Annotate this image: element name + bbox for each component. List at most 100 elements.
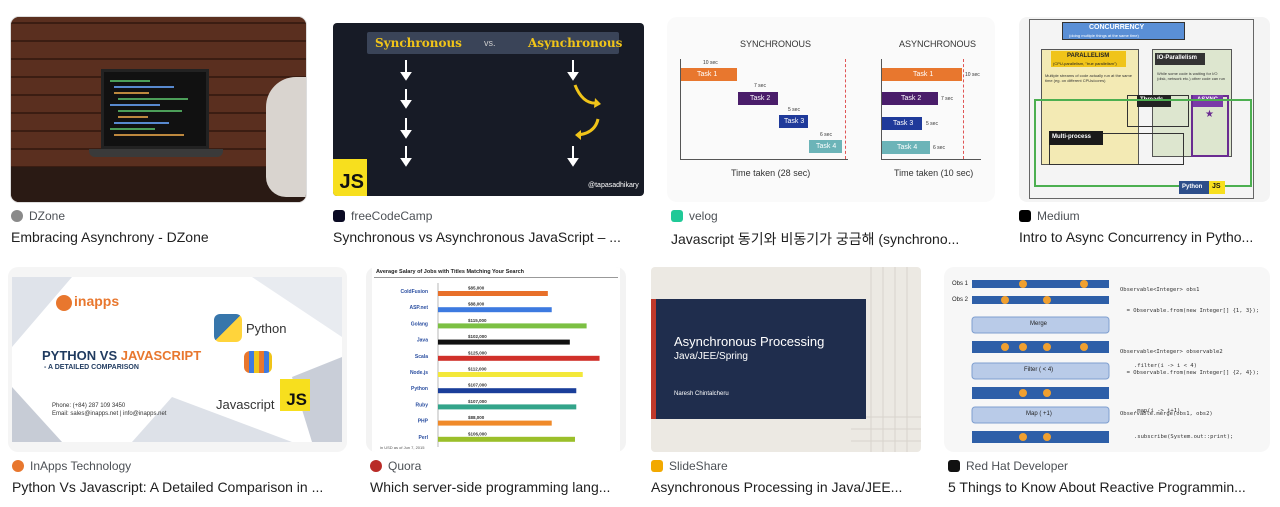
multiprocess-box (1049, 133, 1184, 165)
grid-background (851, 267, 921, 452)
result-thumbnail[interactable]: SYNCHRONOUS ASYNCHRONOUS Task 1 10 sec T… (667, 17, 995, 202)
value-label: $88,000 (468, 302, 485, 307)
desk-surface (11, 167, 306, 202)
sync-heading: SYNCHRONOUS (740, 39, 812, 49)
right-axis (881, 59, 882, 159)
parallelism-box (1041, 49, 1139, 165)
category-label: ASP.net (409, 305, 428, 311)
dzone-favicon-icon (11, 210, 23, 222)
result-thumbnail[interactable]: Synchronous vs. Asynchronous JS @tapasad… (333, 23, 644, 196)
left-task-2 (738, 92, 778, 105)
result-thumbnail[interactable] (11, 17, 306, 202)
result-source[interactable]: SlideShare (669, 459, 728, 473)
chart-title: Average Salary of Jobs with Titles Match… (376, 269, 525, 275)
result-thumbnail[interactable]: Obs 1 Obs 2 Merge Filter ( < 4) Map ( +1… (944, 267, 1270, 452)
value-label: $112,000 (468, 367, 487, 372)
result-source[interactable]: DZone (29, 209, 66, 223)
bar-row: Java$102,000 (417, 334, 570, 345)
category-label: PHP (418, 419, 429, 425)
inapps-logo-icon (56, 295, 72, 311)
category-label: Perl (419, 435, 429, 441)
medium-favicon-icon (1019, 210, 1031, 222)
right-caption: Time taken (10 sec) (894, 168, 974, 178)
left-task-1 (681, 68, 737, 81)
inapps-brand: inapps (74, 293, 120, 309)
bar-row: Scala $125,000 (415, 350, 600, 361)
result-title[interactable]: Javascript 동기와 비동기가 궁금해 (synchrono... (671, 231, 960, 247)
value-label: $125,000 (468, 350, 487, 355)
salary-bar (438, 372, 583, 377)
value-label: $115,000 (468, 318, 487, 323)
header-bar (367, 32, 619, 54)
star-icon: ★ (1205, 109, 1214, 120)
result-thumbnail[interactable]: Average Salary of Jobs with Titles Match… (366, 267, 626, 452)
left-task-3 (779, 115, 808, 128)
salary-bar (438, 436, 575, 442)
left-axis (680, 59, 681, 159)
integration-icon (244, 351, 272, 373)
slide-subheading: Java/JEE/Spring (674, 351, 748, 362)
right-task-1 (882, 68, 962, 81)
bar-row: Node.js $112,000 (410, 367, 583, 377)
result-source[interactable]: Red Hat Developer (966, 459, 1069, 473)
result-title[interactable]: Intro to Async Concurrency in Pytho... (1019, 229, 1254, 245)
result-title[interactable]: Embracing Asynchrony - DZone (11, 229, 209, 245)
async-heading: ASYNCHRONOUS (899, 39, 977, 49)
result-title[interactable]: 5 Things to Know About Reactive Programm… (948, 479, 1246, 495)
result-source[interactable]: velog (689, 209, 718, 223)
headline: PYTHON VS JAVASCRIPT (42, 348, 202, 363)
freecodecamp-favicon-icon (333, 210, 345, 222)
salary-bar (438, 339, 570, 345)
js-logo-icon: JS (280, 379, 310, 411)
right-task-4 (882, 141, 930, 154)
category-label: Scala (415, 354, 428, 360)
result-source[interactable]: Medium (1037, 209, 1080, 223)
slide-heading: Asynchronous Processing (674, 334, 825, 349)
subline: - A DETAILED COMPARISON (44, 364, 139, 371)
right-task-3 (882, 117, 922, 130)
bar-row: Python$107,000 (411, 383, 577, 394)
async-label: Asynchronous (528, 36, 623, 50)
category-label: Golang (411, 321, 428, 327)
redhat-favicon-icon (948, 460, 960, 472)
laptop-base (89, 149, 223, 157)
result-source[interactable]: freeCodeCamp (351, 209, 433, 223)
category-label: Ruby (416, 402, 429, 408)
salary-bar (438, 307, 552, 313)
result-title[interactable]: Python Vs Javascript: A Detailed Compari… (12, 479, 324, 495)
category-label: Node.js (410, 370, 428, 376)
velog-favicon-icon (671, 210, 683, 222)
salary-bar (438, 420, 552, 426)
value-label: $102,000 (468, 334, 487, 339)
python-logo-icon (214, 314, 242, 342)
result-source[interactable]: Quora (388, 459, 422, 473)
slide-author: Naresh Chintalcheru (674, 391, 729, 397)
bar-row: Perl$106,000 (419, 431, 575, 442)
statue (266, 77, 306, 197)
salary-bar (438, 404, 577, 410)
slideshare-favicon-icon (651, 460, 663, 472)
bar-row: ColdFusion $85,000 (401, 286, 548, 296)
left-task-4 (809, 140, 842, 153)
result-title[interactable]: Synchronous vs Asynchronous JavaScript –… (333, 229, 621, 245)
value-label: $88,000 (468, 415, 485, 420)
right-task-2 (882, 92, 938, 105)
laptop-screen (101, 69, 209, 149)
result-thumbnail[interactable]: CONCURRENCY (doing multiple things at th… (1019, 17, 1270, 202)
value-label: $107,000 (468, 399, 487, 404)
result-thumbnail[interactable]: Asynchronous Processing Java/JEE/Spring … (651, 267, 921, 452)
category-label: ColdFusion (401, 289, 429, 295)
bar-row: ASP.net $88,000 (409, 302, 552, 313)
salary-bar (438, 291, 548, 296)
result-title[interactable]: Asynchronous Processing in Java/JEE... (651, 479, 903, 495)
bar-row: Ruby $107,000 (416, 399, 577, 410)
quora-favicon-icon (370, 460, 382, 472)
geometric-background (12, 277, 342, 442)
value-label: $85,000 (468, 286, 485, 291)
chart-footer: in USD as of Jun 7, 2015 (380, 445, 425, 450)
salary-bar (438, 355, 600, 361)
category-label: Python (411, 386, 428, 392)
result-thumbnail[interactable]: inapps PYTHON VS JAVASCRIPT - A DETAILED… (8, 267, 347, 452)
result-title[interactable]: Which server-side programming lang... (370, 479, 611, 495)
result-source[interactable]: InApps Technology (30, 459, 132, 473)
